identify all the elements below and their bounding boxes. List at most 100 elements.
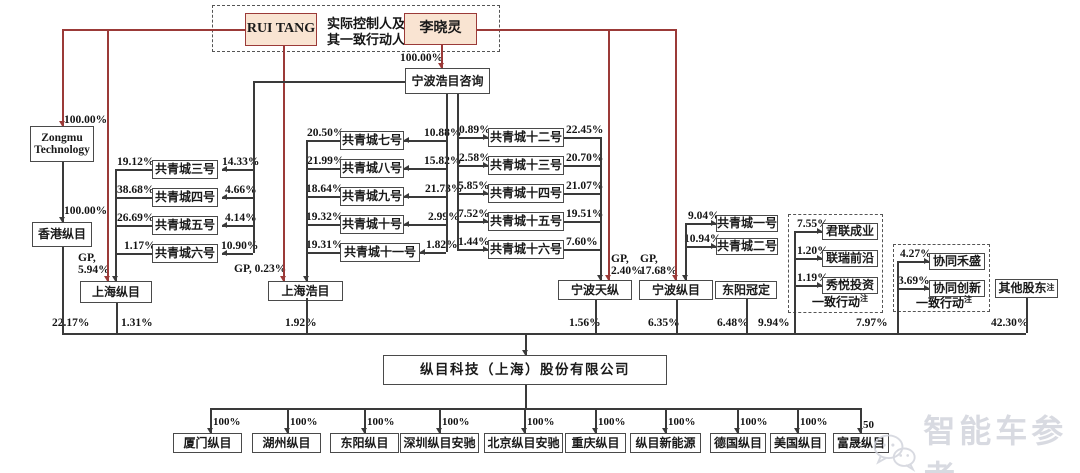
box-sub-germany: 德国纵目 [710, 433, 766, 453]
arrowhead-icon [681, 275, 688, 280]
arrowhead-icon [222, 193, 227, 200]
box-hk-zongmu: 香港纵目 [32, 222, 92, 247]
arrowhead-icon [404, 164, 409, 171]
arrowhead-icon [222, 221, 227, 228]
pct-funds-c3-left: 7.52% [458, 208, 490, 220]
connector-line [439, 408, 441, 433]
connector-line [794, 285, 822, 287]
arrowhead-icon [222, 249, 227, 256]
box-main-company: 纵目科技（上海）股份有限公司 [383, 355, 667, 385]
arrowhead-icon [711, 219, 716, 226]
gp-label-nb-zongmu: GP, 17.68% [640, 253, 678, 278]
arrowhead-icon [302, 276, 309, 281]
arrowhead-icon [483, 245, 488, 252]
pct-guanding-to-company: 6.48% [717, 317, 749, 329]
connector-line [404, 224, 446, 226]
box-sub-chongqing: 重庆纵目 [565, 433, 626, 453]
pct-to-zongmu-tech: 100.00% [64, 114, 108, 126]
connector-line [685, 246, 716, 248]
pct-others-to-company: 42.30% [991, 317, 1029, 329]
arrowhead-icon [483, 217, 488, 224]
connector-line [457, 94, 459, 249]
pct-xietong-hesheng: 4.27% [900, 248, 932, 260]
pct-gqc-1: 9.04% [688, 210, 720, 222]
arrowhead-icon [206, 428, 213, 433]
pct-tianzong-to-company: 1.56% [569, 317, 601, 329]
box-shanghai-zongmu: 上海纵目 [80, 281, 152, 303]
concert-group2-dashed-frame [893, 244, 990, 312]
pct-funds-a2-right: 4.14% [225, 212, 257, 224]
connector-line [107, 29, 109, 281]
pct-funds-b0-left: 20.50% [307, 127, 345, 139]
pct-xietong-chuangxin: 3.69% [898, 275, 930, 287]
connector-line [306, 252, 340, 254]
connector-line [897, 261, 899, 333]
connector-line [797, 408, 799, 433]
connector-line [608, 29, 610, 280]
connector-line [794, 258, 822, 260]
arrowhead-icon [283, 428, 290, 433]
connector-line [457, 221, 488, 223]
connector-line [115, 253, 152, 255]
group2-label: 一致行动注 [916, 295, 973, 310]
connector-line [794, 231, 822, 233]
box-ningbo-zongmu: 宁波纵目 [639, 280, 713, 300]
wechat-icon [873, 434, 916, 473]
group2-label-note: 注 [964, 295, 973, 304]
arrowhead-icon [924, 284, 929, 291]
connector-line [457, 165, 488, 167]
connector-line [564, 137, 600, 139]
connector-line [210, 408, 212, 433]
arrowhead-icon [404, 136, 409, 143]
pct-funds-b1-left: 21.99% [307, 155, 345, 167]
pct-funds-b3-left: 19.32% [306, 211, 344, 223]
arrowhead-icon [817, 254, 822, 261]
pct-group1-to-company: 9.94% [758, 317, 790, 329]
group1-label: 一致行动注 [812, 294, 868, 309]
arrowhead-icon [521, 350, 528, 355]
connector-line [860, 408, 862, 433]
arrowhead-icon [420, 248, 425, 255]
pct-funds-a0-left: 19.12% [117, 156, 155, 168]
controllers-caption: 实际控制人及 其一致行动人 [327, 16, 406, 47]
box-gqc-3: 共青城三号 [152, 160, 218, 179]
arrowhead-icon [711, 242, 716, 249]
pct-sub-2: 100% [367, 416, 395, 428]
arrowhead-icon [733, 428, 740, 433]
connector-line [441, 45, 443, 68]
pct-gqc-2: 10.94% [684, 233, 722, 245]
arrowhead-icon [661, 428, 668, 433]
box-shanghai-haomu: 上海浩目 [268, 281, 343, 301]
connector-line [746, 299, 748, 333]
box-gqc-13: 共青城十三号 [488, 156, 564, 175]
pct-sub-7: 100% [740, 416, 768, 428]
pct-lianrui: 1.20% [797, 245, 829, 257]
arrowhead-icon [404, 192, 409, 199]
box-lianrui-qianyan: 联瑞前沿 [822, 250, 878, 267]
pct-sub-8: 100% [800, 416, 828, 428]
gp-label-nb-tianzong: GP, 2.40% [611, 253, 643, 278]
arrowhead-icon [437, 63, 444, 68]
connector-line [404, 140, 446, 142]
connector-line [675, 29, 677, 280]
arrowhead-icon [483, 189, 488, 196]
pct-funds-c4-right: 7.60% [566, 236, 598, 248]
pct-funds-b2-left: 18.64% [306, 183, 344, 195]
arrowhead-icon [58, 121, 65, 126]
pct-funds-c3-right: 19.51% [566, 208, 604, 220]
pct-sub-3: 100% [442, 416, 470, 428]
pct-funds-a1-left: 38.68% [117, 184, 155, 196]
arrowhead-icon [671, 275, 678, 280]
group1-label-text: 一致行动 [812, 295, 861, 309]
arrowhead-icon [103, 276, 110, 281]
pct-funds-c2-right: 21.07% [566, 180, 604, 192]
box-ningbo-haomu-consult: 宁波浩目咨询 [405, 68, 490, 94]
connector-line [210, 408, 860, 410]
connector-line [404, 168, 446, 170]
pct-funds-c2-left: 5.85% [458, 180, 490, 192]
arrowhead-icon [483, 161, 488, 168]
connector-line [457, 249, 488, 251]
box-gqc-4: 共青城四号 [152, 188, 218, 207]
pct-group2-to-company: 7.97% [856, 317, 888, 329]
